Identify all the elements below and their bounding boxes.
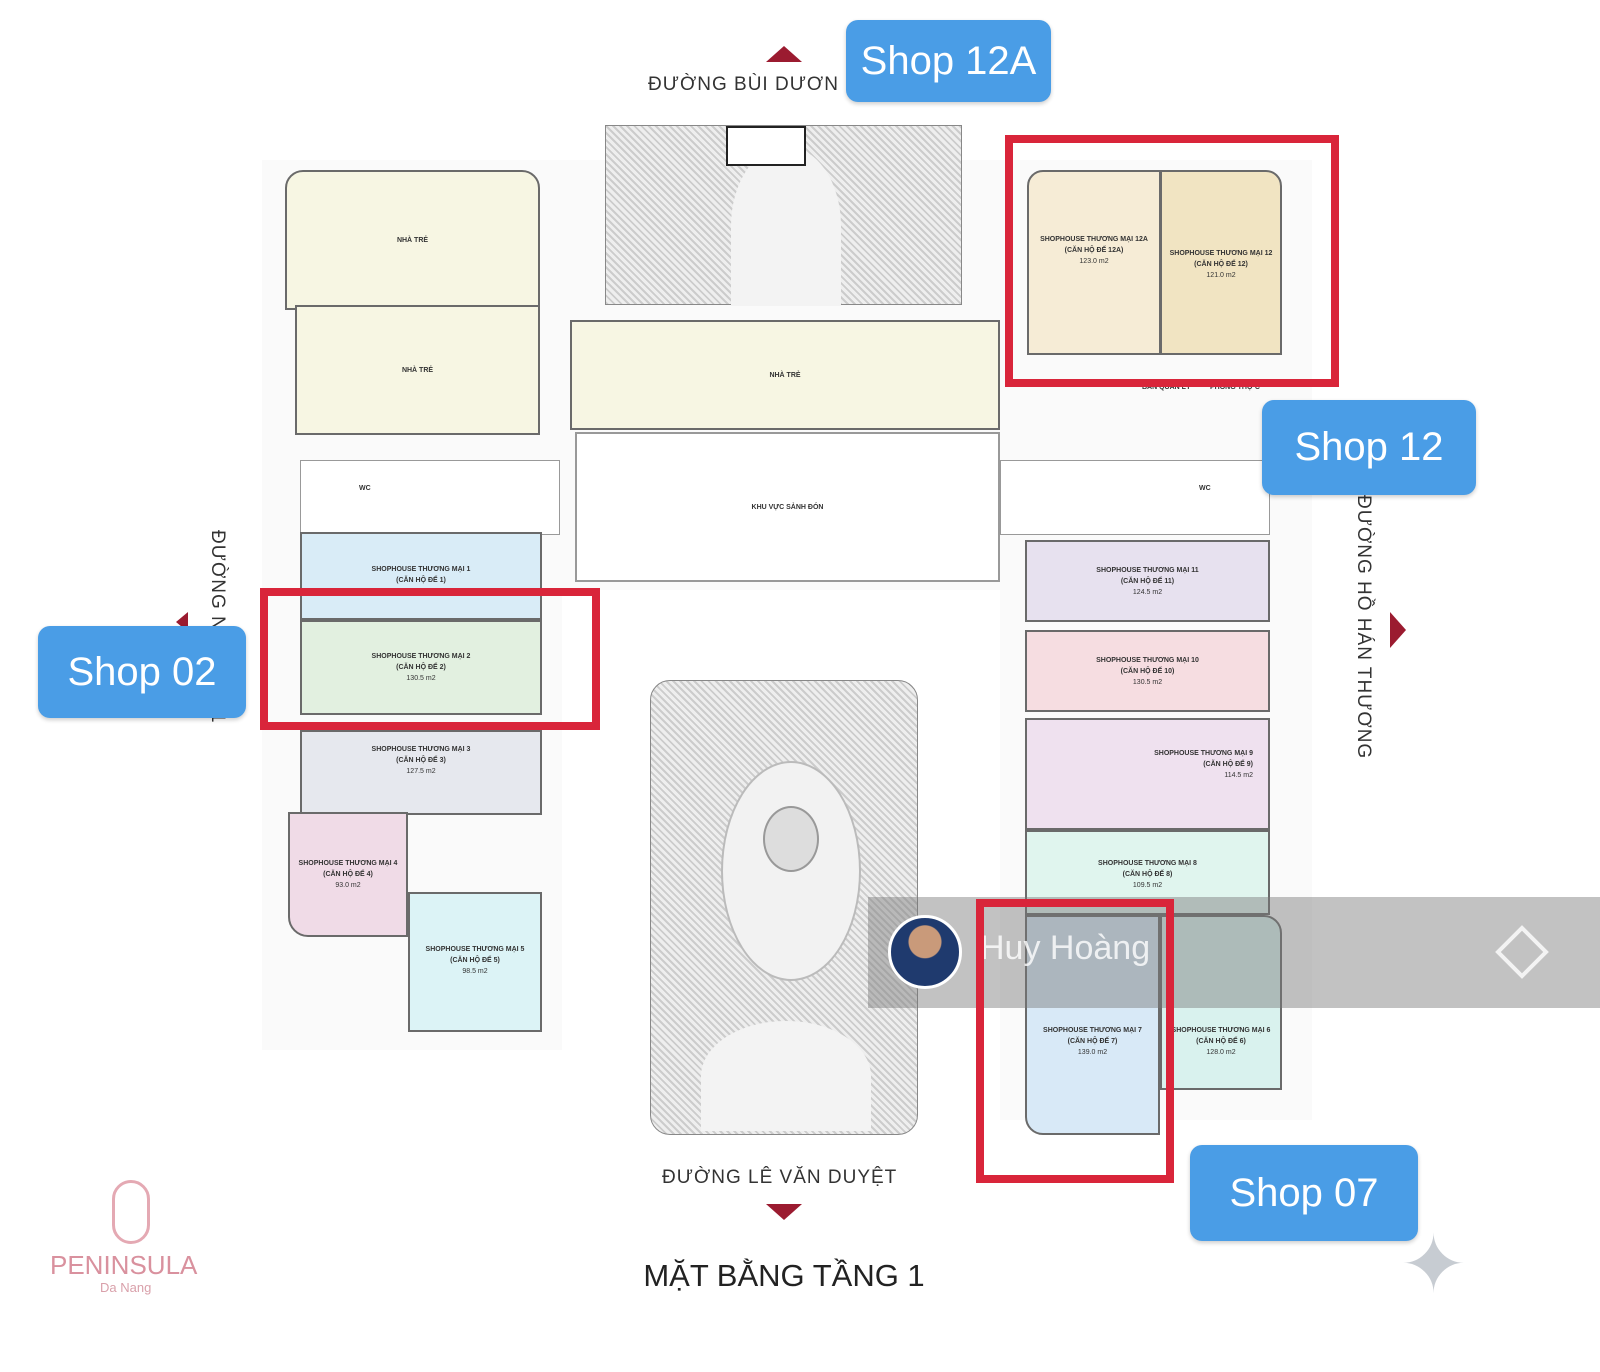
shop-10[interactable]: SHOPHOUSE THƯƠNG MẠI 10 (CĂN HỘ ĐẾ 10) 130… [1025, 630, 1270, 712]
shop-label: 130.5 m2 [1132, 678, 1163, 686]
shop-12[interactable]: SHOPHOUSE THƯƠNG MẠI 12 (CĂN HỘ ĐẾ 12) 121… [1160, 170, 1282, 355]
shop-label: (CĂN HỘ ĐẾ 7) [1067, 1038, 1118, 1045]
shop-label: (CĂN HỘ ĐẾ 5) [450, 957, 500, 964]
shop-label: SHOPHOUSE THƯƠNG MẠI 12 [1169, 250, 1273, 257]
logo-city: Da Nang [100, 1280, 152, 1295]
shop-label: SHOPHOUSE THƯƠNG MẠI 4 [298, 860, 398, 867]
north-plaza [605, 125, 962, 306]
shop-label: 123.0 m2 [1079, 258, 1109, 265]
shop-label: 130.5 m2 [406, 675, 436, 682]
shop-label: 121.0 m2 [1206, 272, 1236, 279]
shop-7[interactable]: SHOPHOUSE THƯƠNG MẠI 7 (CĂN HỘ ĐẾ 7) 139.0… [1025, 915, 1160, 1135]
watermark-band: Huy Hoàng [868, 897, 1600, 1008]
shop-label: SHOPHOUSE THƯƠNG MẠI 6 [1171, 1027, 1271, 1034]
page-title: MẶT BẰNG TẦNG 1 [643, 1258, 925, 1293]
plaza-oval [731, 146, 841, 306]
road-north: ĐƯỜNG BÙI DƯƠN [648, 74, 839, 95]
peninsula-logo-icon [112, 1180, 150, 1244]
compass-star-icon: ✦ [1400, 1220, 1468, 1309]
shop-label: SHOPHOUSE THƯƠNG MẠI 12A [1040, 236, 1148, 243]
plaza-entrance [726, 126, 806, 166]
shop-label: SHOPHOUSE THƯƠNG MẠI 9 [1154, 750, 1253, 757]
shop-label: (CĂN HỘ ĐẾ 12A) [1064, 247, 1124, 254]
logo-name: PENINSULA [50, 1250, 198, 1280]
shop-label: SHOPHOUSE THƯƠNG MẠI 3 [371, 746, 471, 753]
shop-label: SHOPHOUSE THƯƠNG MẠI 8 [1098, 860, 1197, 867]
highlight-shop-2 [260, 588, 600, 730]
shop-label: 109.5 m2 [1132, 882, 1163, 889]
shop-label: (CĂN HỘ ĐẾ 8) [1122, 871, 1173, 878]
shop-1[interactable]: SHOPHOUSE THƯƠNG MẠI 1 (CĂN HỘ ĐẾ 1) [300, 532, 542, 620]
shop-label: (CĂN HỘ ĐẾ 1) [396, 577, 446, 584]
shop-label: SHOPHOUSE THƯƠNG MẠI 2 [371, 653, 471, 660]
road-south: ĐƯỜNG LÊ VĂN DUYỆT [662, 1167, 898, 1188]
shop-4[interactable]: SHOPHOUSE THƯƠNG MẠI 4 (CĂN HỘ ĐẾ 4) 93.0 … [288, 812, 408, 937]
shop-label: (CĂN HỘ ĐẾ 11) [1120, 577, 1175, 585]
shop-label: 124.5 m2 [1132, 588, 1163, 596]
left-core: WC [300, 460, 560, 535]
shop-label: SHOPHOUSE THƯƠNG MẠI 11 [1096, 566, 1199, 574]
shop-label: (CĂN HỘ ĐẾ 9) [1203, 761, 1253, 768]
shop-12a[interactable]: SHOPHOUSE THƯƠNG MẠI 12A (CĂN HỘ ĐẾ 12A) 1… [1027, 170, 1161, 355]
shop-label: SHOPHOUSE THƯƠNG MẠI 7 [1043, 1027, 1142, 1034]
shop-label: 139.0 m2 [1077, 1049, 1108, 1056]
shop-2[interactable]: SHOPHOUSE THƯƠNG MẠI 2 (CĂN HỘ ĐẾ 2) 130.5… [300, 620, 542, 715]
shop-label: SHOPHOUSE THƯƠNG MẠI 1 [371, 566, 471, 573]
tag-shop-02: Shop 02 [38, 626, 246, 718]
nursery-room-2: NHÀ TRẺ [295, 305, 540, 435]
nursery-label: NHÀ TRẺ [769, 371, 801, 379]
tag-shop-07: Shop 07 [1190, 1145, 1418, 1241]
fountain [763, 806, 819, 872]
watermark-author: Huy Hoàng [980, 929, 1151, 967]
shop-label: (CĂN HỘ ĐẾ 3) [396, 757, 446, 764]
shop-label: (CĂN HỘ ĐẾ 2) [396, 664, 446, 671]
right-core: WC [1000, 460, 1270, 535]
wc-label: WC [359, 485, 371, 492]
south-arrow-icon [766, 1204, 802, 1220]
road-west: ĐƯỜNG N [207, 530, 228, 631]
nursery-room-1: NHÀ TRẺ [285, 170, 540, 310]
shop-label: SHOPHOUSE THƯƠNG MẠI 10 [1096, 656, 1199, 664]
lobby: KHU VỰC SẢNH ĐÓN [575, 432, 1000, 582]
management-label: BAN QUẢN LÝ [1142, 384, 1191, 391]
road-east: ĐƯỜNG HỒ HÁN THƯƠNG [1353, 495, 1374, 760]
nursery-label: NHÀ TRẺ [396, 236, 429, 244]
highlight-shop-12-12a [1005, 135, 1339, 387]
avatar [888, 915, 962, 989]
shop-label: (CĂN HỘ ĐẾ 4) [323, 871, 373, 878]
garden-curve [701, 1021, 871, 1131]
shop-label: 127.5 m2 [406, 768, 436, 775]
shop-label: 114.5 m2 [1224, 772, 1253, 779]
highlight-shop-7 [976, 899, 1174, 1183]
tag-shop-12a: Shop 12A [846, 20, 1051, 102]
shop-5[interactable]: SHOPHOUSE THƯƠNG MẠI 5 (CĂN HỘ ĐẾ 5) 98.5 … [408, 892, 542, 1032]
nursery-room-3: NHÀ TRẺ [570, 320, 1000, 430]
shop-label: (CĂN HỘ ĐẾ 12) [1194, 261, 1248, 268]
nursery-label: NHÀ TRẺ [401, 366, 434, 374]
shop-label: SHOPHOUSE THƯƠNG MẠI 5 [425, 946, 525, 953]
watermark-logo-icon [1495, 925, 1549, 979]
shop-label: (CĂN HỘ ĐẾ 6) [1196, 1038, 1246, 1045]
shop-6[interactable]: SHOPHOUSE THƯƠNG MẠI 6 (CĂN HỘ ĐẾ 6) 128.0… [1160, 915, 1282, 1090]
tag-shop-12: Shop 12 [1262, 400, 1476, 495]
north-arrow-icon [766, 46, 802, 62]
shop-label: (CĂN HỘ ĐẾ 10) [1120, 667, 1175, 675]
lobby-label: KHU VỰC SẢNH ĐÓN [751, 503, 824, 511]
wc-label: WC [1199, 485, 1211, 492]
east-arrow-icon [1390, 612, 1406, 648]
shop-9[interactable]: SHOPHOUSE THƯƠNG MẠI 9 (CĂN HỘ ĐẾ 9) 114.5… [1025, 718, 1270, 830]
service-label: PHÒNG THỢ C [1210, 384, 1260, 391]
central-garden [650, 680, 918, 1135]
shop-label: 93.0 m2 [335, 882, 361, 889]
shop-11[interactable]: SHOPHOUSE THƯƠNG MẠI 11 (CĂN HỘ ĐẾ 11) 124… [1025, 540, 1270, 622]
shop-3[interactable]: SHOPHOUSE THƯƠNG MẠI 3 (CĂN HỘ ĐẾ 3) 127.5… [300, 730, 542, 815]
shop-label: 98.5 m2 [462, 968, 488, 975]
shop-label: 128.0 m2 [1206, 1049, 1236, 1056]
